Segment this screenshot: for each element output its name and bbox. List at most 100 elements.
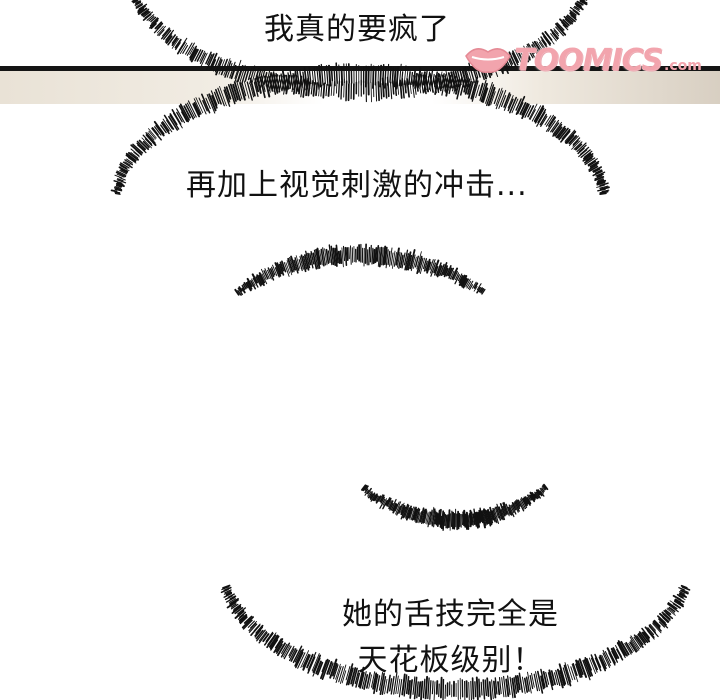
speed-line (652, 621, 662, 632)
speed-line (148, 130, 156, 140)
speed-line (558, 127, 569, 141)
speed-line (467, 81, 474, 99)
speed-line (368, 674, 373, 689)
speed-line (219, 86, 227, 107)
speed-line (208, 52, 218, 71)
speed-line (395, 675, 399, 695)
speed-line (114, 188, 123, 192)
speed-line (135, 2, 143, 8)
speed-line (458, 275, 464, 283)
speed-line (470, 76, 479, 100)
speed-line (375, 675, 381, 693)
speed-line (236, 80, 243, 100)
speed-line (506, 675, 511, 696)
speed-line (498, 89, 507, 109)
speed-line (523, 496, 529, 505)
speed-line (241, 66, 248, 85)
speed-line (375, 81, 378, 102)
speed-line (449, 513, 452, 531)
speed-line (472, 281, 477, 289)
speed-line (550, 670, 556, 686)
speed-line (513, 502, 519, 513)
speed-line (359, 671, 365, 689)
speed-line (439, 263, 445, 277)
speed-line (243, 615, 253, 624)
speed-line (320, 658, 329, 680)
speed-line (401, 673, 406, 696)
speed-line (478, 82, 484, 97)
speed-line (673, 600, 684, 608)
speed-line (379, 494, 385, 503)
speed-line (260, 268, 267, 280)
speed-line (337, 250, 341, 265)
speed-line (612, 647, 620, 659)
speed-line (241, 82, 247, 97)
speed-line (647, 627, 655, 636)
speed-line (496, 503, 503, 520)
speed-line (444, 78, 449, 92)
speed-line (141, 10, 150, 17)
speed-line (500, 95, 507, 108)
speed-line (563, 664, 572, 687)
speed-line (555, 669, 561, 687)
speed-line (474, 511, 479, 529)
speed-line (570, 666, 576, 680)
speed-line (423, 260, 428, 272)
speed-line (396, 505, 401, 516)
speed-line (548, 669, 554, 686)
speed-line (587, 158, 598, 166)
speed-line (245, 282, 252, 292)
speed-line (556, 25, 567, 36)
speed-line (610, 647, 618, 660)
speed-line (542, 670, 548, 688)
toomics-watermark: TOOMICS .com (462, 42, 702, 78)
speed-line (346, 247, 349, 261)
speed-line (294, 648, 304, 667)
speed-line (332, 662, 338, 677)
speed-line (419, 72, 423, 90)
speed-line (206, 53, 215, 70)
speed-line (585, 155, 594, 162)
speed-line (187, 100, 197, 118)
speed-line (289, 256, 295, 273)
speed-line (130, 152, 139, 159)
speed-line (178, 37, 188, 51)
speed-line (428, 68, 434, 90)
speed-line (599, 185, 609, 189)
speed-line (150, 16, 157, 23)
speed-line (667, 602, 678, 610)
speed-line (516, 49, 525, 63)
speed-line (281, 643, 288, 654)
speed-line (255, 74, 262, 94)
speed-line (156, 22, 164, 30)
speed-line (206, 53, 213, 66)
speed-line (438, 508, 442, 525)
speed-line (490, 91, 496, 106)
speed-line (525, 676, 530, 692)
speed-line (587, 160, 597, 167)
speed-line (434, 265, 439, 276)
speed-line (422, 258, 428, 270)
speed-line (479, 507, 484, 524)
speed-line (630, 635, 640, 650)
speed-line (439, 515, 443, 528)
speed-line (465, 278, 471, 288)
speed-line (385, 497, 391, 506)
speed-line (124, 159, 134, 166)
speed-line (176, 108, 186, 124)
speed-line (482, 87, 489, 103)
speed-line (462, 278, 470, 289)
speed-line (171, 109, 182, 125)
speed-line (413, 676, 418, 700)
speed-line (575, 143, 583, 151)
speed-line (430, 506, 435, 525)
speed-line (555, 26, 564, 37)
speed-line (389, 81, 393, 100)
speed-line (261, 273, 268, 285)
speed-line (156, 25, 164, 34)
speed-line (511, 50, 520, 64)
speed-line (167, 34, 176, 46)
speed-line (171, 37, 180, 49)
speed-line (133, 151, 140, 158)
speed-line (146, 14, 155, 21)
